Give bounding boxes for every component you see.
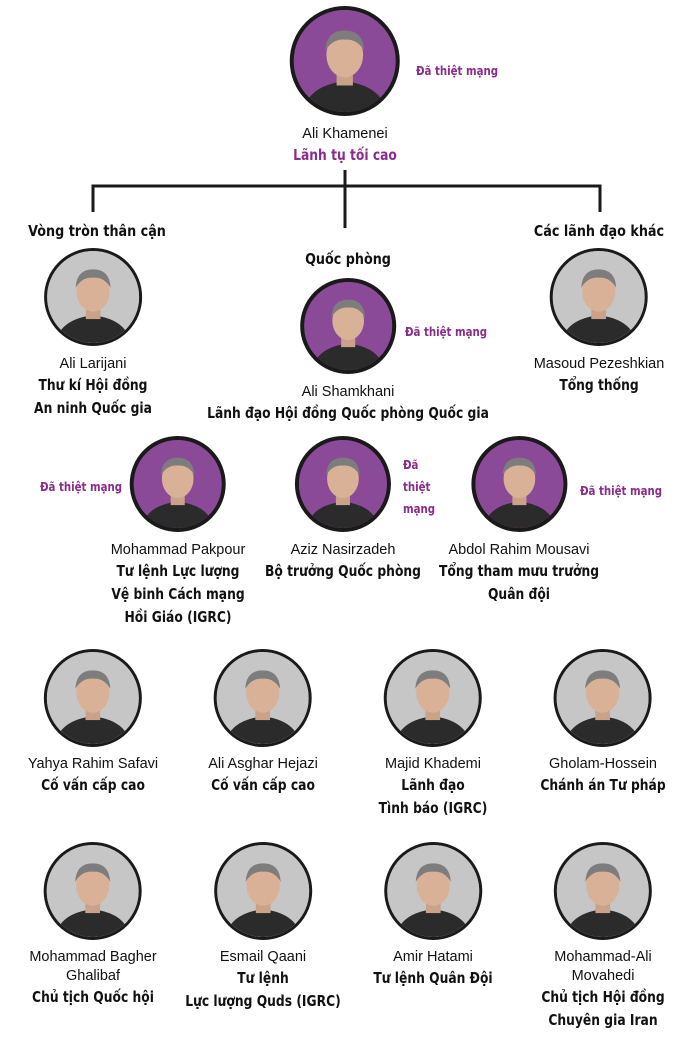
status-tag-pakpour: Đã thiệt mạng (40, 480, 123, 494)
gholam-portrait (553, 649, 652, 747)
movahedi-name-2: Movahedi (571, 968, 635, 984)
pezeshkian-portrait (549, 248, 648, 346)
movahedi-role-2: Chuyên gia Iran (548, 1011, 658, 1029)
ghalibaf-portrait (43, 842, 142, 940)
gholam-name: Gholam-Hossein (548, 756, 657, 772)
nasirzadeh-role: Bộ trưởng Quốc phòng (265, 562, 421, 580)
khademi-name: Majid Khademi (385, 756, 481, 772)
person-khamenei: Ali Khamenei Lãnh tụ tối cao (282, 6, 409, 167)
portrait-silhouette (303, 282, 392, 370)
khademi-role-2: Tình báo (IGRC) (378, 799, 488, 817)
person-hatami: Amir Hatami Tư lệnh Quân Đội (360, 842, 506, 990)
qaani-name: Esmail Qaani (219, 949, 307, 965)
pakpour-portrait (130, 436, 226, 532)
larijani-role-1: Thư kí Hội đồng (38, 376, 148, 394)
portrait-silhouette (556, 652, 649, 744)
person-pakpour: Mohammad Pakpour Tư lệnh Lực lượng Vệ bi… (97, 436, 260, 629)
nasirzadeh-name: Aziz Nasirzadeh (290, 542, 396, 558)
safavi-portrait (43, 649, 142, 747)
portrait-silhouette (46, 251, 139, 343)
pakpour-role-2: Vệ binh Cách mạng (111, 585, 245, 603)
ghalibaf-name-1: Mohammad Bagher (29, 949, 157, 965)
person-pezeshkian: Masoud Pezeshkian Tổng thống (533, 248, 665, 397)
status-tag-mousavi: Đã thiệt mạng (580, 484, 663, 498)
status-tag-shamkhani: Đã thiệt mạng (405, 325, 488, 339)
portrait-silhouette (134, 440, 222, 528)
portrait-silhouette (216, 845, 309, 937)
qaani-portrait (213, 842, 312, 940)
portrait-silhouette (387, 845, 479, 937)
shamkhani-portrait (299, 278, 396, 374)
portrait-silhouette (46, 652, 139, 744)
group-label-other-leaders: Các lãnh đạo khác (533, 222, 665, 240)
person-hejazi: Ali Asghar Hejazi Cố vấn cấp cao (200, 649, 327, 797)
pezeshkian-role: Tổng thống (559, 376, 639, 394)
hejazi-name: Ali Asghar Hejazi (208, 756, 318, 772)
larijani-portrait (43, 248, 142, 346)
portrait-silhouette (216, 652, 309, 744)
person-qaani: Esmail Qaani Tư lệnh Lực lượng Quds (IGR… (168, 842, 358, 1013)
group-label-inner-circle: Vòng tròn thân cận (28, 222, 166, 240)
khademi-role-1: Lãnh đạo (401, 776, 465, 794)
khamenei-role: Lãnh tụ tối cao (293, 146, 397, 164)
pakpour-role-3: Hồi Giáo (IGRC) (124, 608, 232, 626)
qaani-role-2: Lực lượng Quds (IGRC) (185, 992, 341, 1010)
hatami-portrait (384, 842, 482, 940)
person-khademi: Majid Khademi Lãnh đạo Tình báo (IGRC) (367, 649, 500, 820)
pezeshkian-name: Masoud Pezeshkian (533, 356, 665, 372)
person-larijani: Ali Larijani Thư kí Hội đồng An ninh Quố… (21, 248, 165, 420)
portrait-silhouette (557, 845, 649, 937)
gholam-role: Chánh án Tư pháp (540, 776, 666, 794)
safavi-role: Cố vấn cấp cao (41, 776, 145, 794)
movahedi-name-1: Mohammad-Ali (554, 949, 652, 965)
khamenei-portrait (290, 6, 400, 116)
nasirzadeh-portrait (294, 436, 391, 532)
person-movahedi: Mohammad-Ali Movahedi Chủ tịch Hội đồng … (528, 842, 678, 1032)
movahedi-portrait (554, 842, 652, 940)
portrait-silhouette (552, 251, 645, 343)
ghalibaf-role: Chủ tịch Quốc hội (32, 988, 154, 1006)
hejazi-role: Cố vấn cấp cao (211, 776, 315, 794)
portrait-silhouette (46, 845, 139, 937)
person-mousavi: Abdol Rahim Mousavi Tổng tham mưu trưởng… (421, 436, 616, 606)
shamkhani-role: Lãnh đạo Hội đồng Quốc phòng Quốc gia (207, 404, 489, 422)
pakpour-name: Mohammad Pakpour (110, 542, 246, 558)
group-label-defense: Quốc phòng (305, 250, 391, 268)
safavi-name: Yahya Rahim Safavi (27, 756, 159, 772)
mousavi-portrait (471, 436, 567, 532)
shamkhani-name: Ali Shamkhani (301, 384, 395, 400)
qaani-role-1: Tư lệnh (237, 969, 289, 987)
mousavi-role-2: Quân đội (487, 585, 551, 603)
hejazi-portrait (213, 649, 312, 747)
mousavi-role-1: Tổng tham mưu trưởng (438, 562, 600, 580)
portrait-silhouette (475, 440, 563, 528)
person-gholam: Gholam-Hossein Chánh án Tư pháp (527, 649, 680, 797)
portrait-silhouette (298, 440, 387, 528)
portrait-silhouette (294, 10, 396, 112)
hatami-role: Tư lệnh Quân Đội (373, 969, 493, 987)
ghalibaf-name-2: Ghalibaf (65, 968, 121, 984)
person-ghalibaf: Mohammad Bagher Ghalibaf Chủ tịch Quốc h… (19, 842, 168, 1009)
larijani-role-2: An ninh Quốc gia (34, 399, 152, 417)
movahedi-role-1: Chủ tịch Hội đồng (541, 988, 665, 1006)
hatami-name: Amir Hatami (393, 949, 473, 965)
pakpour-role-1: Tư lệnh Lực lượng (116, 562, 240, 580)
khamenei-name: Ali Khamenei (302, 126, 388, 142)
status-tag-nasirzadeh: Đã thiệt mạng (403, 458, 436, 516)
portrait-silhouette (386, 652, 479, 744)
person-shamkhani: Ali Shamkhani Lãnh đạo Hội đồng Quốc phò… (176, 278, 520, 425)
person-nasirzadeh: Aziz Nasirzadeh Bộ trưởng Quốc phòng (248, 436, 438, 583)
status-tag-khamenei: Đã thiệt mạng (416, 64, 499, 78)
person-safavi: Yahya Rahim Safavi Cố vấn cấp cao (28, 649, 158, 797)
mousavi-name: Abdol Rahim Mousavi (448, 542, 590, 558)
larijani-name: Ali Larijani (59, 356, 127, 372)
khademi-portrait (383, 649, 482, 747)
